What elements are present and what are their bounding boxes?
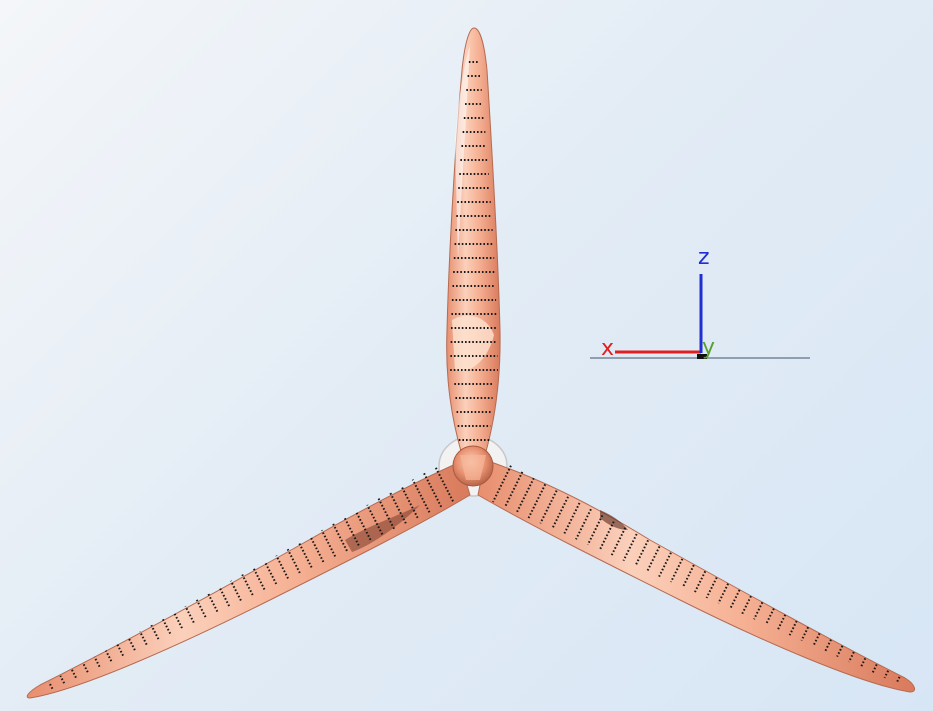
section-line	[423, 472, 443, 508]
blade-left[interactable]	[26, 461, 471, 699]
section-line	[229, 580, 242, 601]
blade-top[interactable]	[446, 27, 501, 456]
section-line	[275, 555, 289, 579]
section-line	[320, 529, 337, 557]
section-line	[705, 577, 718, 599]
blade-top-surface	[446, 27, 501, 456]
section-line	[82, 662, 89, 673]
section-line	[670, 558, 684, 583]
section-line	[59, 675, 66, 684]
section-line	[681, 564, 695, 588]
triad-x-label: x	[601, 336, 614, 361]
section-line	[400, 485, 419, 519]
section-line	[161, 618, 172, 635]
section-line	[492, 465, 512, 503]
section-line	[539, 490, 558, 524]
section-line	[127, 637, 136, 651]
section-line	[634, 539, 649, 567]
section-line	[389, 491, 407, 524]
section-line	[800, 626, 810, 642]
axis-triad: x y z	[590, 245, 810, 361]
hub-facet	[460, 455, 486, 480]
section-line	[871, 664, 878, 673]
section-line	[693, 570, 707, 594]
section-line	[610, 527, 627, 556]
blade-left-section-lines	[48, 466, 454, 690]
section-line	[150, 624, 160, 640]
section-line	[309, 536, 325, 563]
triad-z-label: z	[698, 245, 710, 270]
section-line	[139, 631, 148, 646]
blade-top-root-shade	[452, 315, 494, 371]
triad-y-label: y	[702, 335, 715, 360]
section-line	[298, 542, 313, 568]
section-line	[184, 605, 195, 624]
section-line	[895, 676, 901, 684]
section-line	[503, 471, 524, 508]
section-line	[717, 583, 729, 604]
blade-right[interactable]	[477, 459, 916, 693]
blade-top-section-lines	[450, 61, 498, 441]
section-line	[776, 614, 787, 631]
section-line	[563, 502, 581, 535]
section-line	[646, 546, 661, 572]
section-line	[286, 548, 301, 574]
triad-y-axis	[697, 354, 707, 359]
blade-top-highlight	[455, 45, 470, 260]
section-line	[411, 479, 431, 513]
blade-right-surface	[477, 459, 916, 693]
section-line	[883, 670, 890, 679]
section-line	[434, 466, 454, 502]
section-line	[70, 669, 77, 679]
section-line	[48, 681, 54, 690]
section-line	[598, 521, 615, 551]
section-line	[173, 612, 183, 629]
section-line	[622, 533, 638, 562]
blade-left-shadow	[345, 505, 420, 552]
section-line	[527, 483, 547, 519]
section-line	[812, 632, 821, 647]
blade-right-section-lines	[492, 465, 901, 684]
section-line	[241, 574, 254, 596]
section-line	[753, 601, 764, 620]
blade-left-surface	[26, 461, 471, 699]
section-line	[859, 657, 867, 668]
section-line	[788, 620, 798, 636]
section-line	[264, 561, 278, 585]
section-line	[765, 608, 775, 626]
section-line	[354, 510, 372, 541]
blade-right-shadow	[600, 510, 628, 530]
section-line	[252, 567, 266, 590]
section-line	[515, 477, 535, 514]
section-line	[551, 496, 569, 530]
section-line	[658, 552, 672, 578]
section-line	[332, 523, 348, 552]
section-line	[343, 517, 360, 546]
